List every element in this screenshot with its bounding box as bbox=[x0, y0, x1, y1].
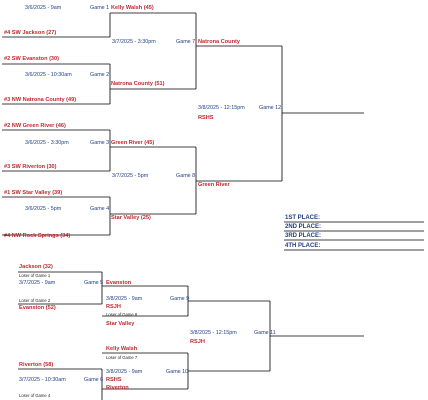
loser-game8-label: Loser of Game 8 bbox=[106, 312, 138, 317]
loser-game2-label: Loser of Game 2 bbox=[19, 298, 51, 303]
loser-game4-label: Loser of Game 4 bbox=[19, 393, 51, 398]
game4-winner-team: Star Valley (25) bbox=[111, 215, 151, 221]
game3-date: 3/6/2025 - 3:30pm bbox=[25, 140, 69, 146]
game9-location: RSJH bbox=[106, 304, 121, 310]
game10-top-team: Kelly Walsh bbox=[106, 346, 138, 352]
game6-label: Game 6 bbox=[84, 377, 104, 383]
first-place-label: 1ST PLACE: bbox=[285, 215, 321, 221]
game12-location: RSHS bbox=[198, 115, 214, 121]
game8-winner-team: Green River bbox=[198, 182, 230, 188]
game8-label: Game 8 bbox=[176, 173, 196, 179]
game4-date: 3/6/2025 - 5pm bbox=[25, 206, 62, 212]
game10-date: 3/8/2025 - 9am bbox=[106, 369, 143, 375]
fourth-place-label: 4TH PLACE: bbox=[285, 243, 321, 249]
game6-date: 3/7/2025 - 10:30am bbox=[19, 377, 66, 383]
loser-game7-label: Loser of Game 7 bbox=[106, 355, 138, 360]
game5-bottom-team: Evanston (52) bbox=[19, 305, 56, 311]
game1-winner-team: Kelly Walsh (45) bbox=[111, 5, 154, 11]
game11-date: 3/8/2025 - 12:15pm bbox=[190, 330, 237, 336]
game10-location: RSHS bbox=[106, 377, 122, 383]
game11-label: Game 11 bbox=[254, 330, 276, 336]
game8-date: 3/7/2025 - 5pm bbox=[112, 173, 149, 179]
game7-date: 3/7/2025 - 3:30pm bbox=[112, 39, 156, 45]
third-place-label: 3RD PLACE: bbox=[285, 233, 322, 239]
game11-location: RSJH bbox=[190, 339, 205, 345]
game1-label: Game 1 bbox=[90, 5, 110, 11]
game9-bottom-team: Star Valley bbox=[106, 321, 135, 327]
game2-top-team: #2 SW Evanston (30) bbox=[4, 56, 60, 62]
game7-label: Game 7 bbox=[176, 39, 196, 45]
game3-label: Game 3 bbox=[90, 140, 110, 146]
game10-bottom-team: Riverton bbox=[106, 385, 129, 391]
game5-label: Game 5 bbox=[84, 280, 104, 286]
game3-winner-team: Green River (45) bbox=[111, 140, 155, 146]
game9-label: Game 9 bbox=[170, 296, 190, 302]
game2-winner-team: Natrona County (51) bbox=[111, 81, 165, 87]
game6-top-team: Riverton (58) bbox=[19, 362, 54, 368]
game7-winner-team: Natrona County bbox=[198, 39, 240, 45]
game4-top-team: #1 SW Star Valley (39) bbox=[4, 190, 63, 196]
game5-winner-team: Evanston bbox=[106, 280, 132, 286]
game3-bottom-team: #3 SW Riverton (30) bbox=[4, 164, 57, 170]
game12-date: 3/8/2025 - 12:15pm bbox=[198, 105, 245, 111]
game1-bottom-team: #4 SW Jackson (27) bbox=[4, 30, 57, 36]
game2-label: Game 2 bbox=[90, 72, 110, 78]
game12-label: Game 12 bbox=[259, 105, 282, 111]
second-place-label: 2ND PLACE: bbox=[285, 224, 322, 230]
game5-date: 3/7/2025 - 9am bbox=[19, 280, 56, 286]
game5-top-team: Jackson (32) bbox=[19, 264, 53, 270]
game3-top-team: #2 NW Green River (46) bbox=[4, 123, 66, 129]
game2-bottom-team: #3 NW Natrona County (49) bbox=[4, 97, 77, 103]
game4-label: Game 4 bbox=[90, 206, 110, 212]
game1-date: 3/6/2025 - 9am bbox=[25, 5, 62, 11]
game2-date: 3/6/2025 - 10:30am bbox=[25, 72, 72, 78]
game9-date: 3/8/2025 - 9am bbox=[106, 296, 143, 302]
game10-label: Game 10 bbox=[166, 369, 189, 375]
loser-game1-label: Loser of Game 1 bbox=[19, 273, 51, 278]
game4-bottom-team: #4 NW Rock Springs (34) bbox=[4, 233, 71, 239]
